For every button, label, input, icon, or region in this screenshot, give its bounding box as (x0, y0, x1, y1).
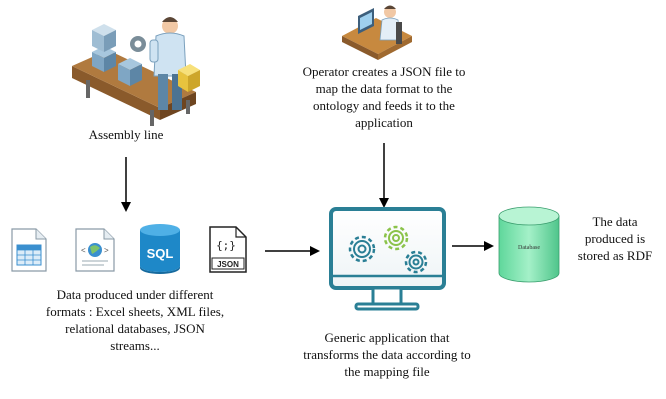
gear-icon-right (404, 250, 428, 274)
assembly-line-icon (72, 17, 200, 126)
application-line: Generic application that (324, 330, 450, 345)
formats-line: streams... (110, 338, 160, 353)
assembly-line-label: Assembly line (88, 127, 164, 142)
operator-line: application (355, 115, 413, 130)
json-glyph: {;} (216, 239, 236, 252)
rdf-line: produced is (584, 231, 646, 246)
formats-line: formats : Excel sheets, XML files, (45, 304, 225, 319)
json-badge: JSON (217, 260, 239, 269)
application-line: transforms the data according to (303, 347, 471, 362)
operator-icon (342, 5, 412, 60)
database-cylinder-icon: Database (498, 206, 560, 283)
formats-description: Data produced under different formats : … (12, 286, 258, 354)
rdf-line: The data (592, 214, 638, 229)
operator-line: map the data format to the (315, 81, 453, 96)
application-description: Generic application that transforms the … (268, 329, 506, 380)
application-monitor-icon (329, 207, 446, 311)
sql-database-icon: SQL (140, 224, 180, 274)
gear-icon-green (383, 225, 409, 251)
xml-file-icon: < > (75, 228, 115, 272)
formats-line: Data produced under different (56, 287, 214, 302)
sql-badge: SQL (147, 246, 174, 261)
json-file-icon: {;} JSON (209, 226, 247, 273)
database-badge: Database (518, 245, 540, 251)
rdf-description: The data produced is stored as RDF (566, 213, 664, 264)
formats-line: relational databases, JSON (65, 321, 205, 336)
gear-icon-left (348, 235, 376, 263)
spreadsheet-icon (11, 228, 47, 272)
svg-text:<: < (81, 246, 86, 255)
svg-text:>: > (104, 246, 109, 255)
application-line: the mapping file (344, 364, 430, 379)
operator-line: Operator creates a JSON file to (302, 64, 466, 79)
rdf-line: stored as RDF (577, 248, 653, 263)
operator-line: ontology and feeds it to the (313, 98, 455, 113)
operator-description: Operator creates a JSON file to map the … (262, 63, 506, 131)
